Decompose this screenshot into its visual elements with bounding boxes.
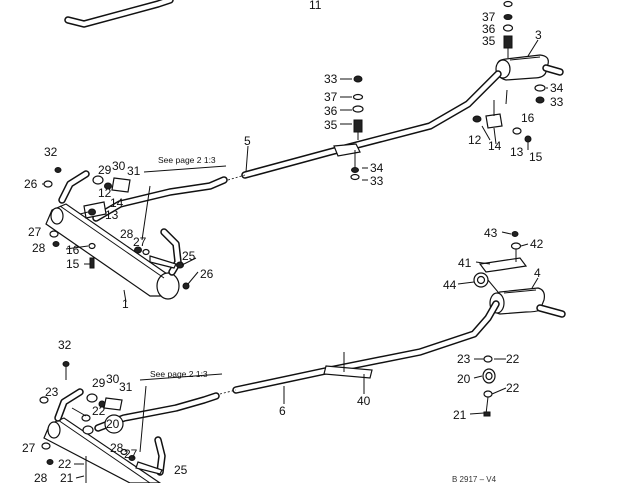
front-muffler-lower <box>43 417 162 483</box>
label-5: 5 <box>244 134 251 148</box>
front-muffler-upper <box>45 203 180 300</box>
downpipes-upper <box>58 170 182 276</box>
label-37: 37 <box>324 90 338 104</box>
label-11: 11 <box>309 0 322 12</box>
label-20: 20 <box>457 372 471 386</box>
muffler-hanger-lower <box>473 231 528 293</box>
label-29: 29 <box>92 376 106 390</box>
label-29: 29 <box>98 163 112 177</box>
label-21: 21 <box>60 471 74 483</box>
label-32: 32 <box>58 338 72 352</box>
label-15: 15 <box>529 150 543 164</box>
clamp-hardware-lower-right <box>482 355 496 417</box>
label-40: 40 <box>357 394 371 408</box>
downpipes-lower <box>54 388 166 476</box>
front-pipe-upper <box>92 176 228 222</box>
label-44: 44 <box>443 278 457 292</box>
label-34: 34 <box>370 161 384 175</box>
leader-lines <box>42 39 548 479</box>
label-28: 28 <box>32 241 46 255</box>
label-34: 34 <box>550 81 564 95</box>
label-14: 14 <box>488 139 502 153</box>
part-number-labels: 11 37 36 35 3 34 33 33 37 36 35 16 12 14… <box>22 0 564 483</box>
label-33: 33 <box>370 174 384 188</box>
label-27: 27 <box>124 447 138 461</box>
label-31: 31 <box>119 380 133 394</box>
label-15: 15 <box>66 257 80 271</box>
label-28: 28 <box>110 441 124 455</box>
label-36: 36 <box>482 22 496 36</box>
label-27: 27 <box>22 441 36 455</box>
label-12: 12 <box>468 133 482 147</box>
clamp-hardware-lower-left <box>39 361 223 483</box>
label-23: 23 <box>457 352 471 366</box>
label-35: 35 <box>324 118 338 132</box>
rubber-mount-upper-right <box>472 84 546 150</box>
label-22: 22 <box>92 404 106 418</box>
label-3: 3 <box>535 28 542 42</box>
pipe-hanger-upper <box>333 143 361 181</box>
drawing-reference-code: B 2917 – V4 <box>452 475 497 483</box>
cross-reference-notes: See page 2 1:3 See page 2 1:3 <box>150 155 216 379</box>
middle-pipe-lower <box>219 300 500 395</box>
label-4: 4 <box>534 266 541 280</box>
label-21: 21 <box>453 408 467 422</box>
label-12: 12 <box>98 186 112 200</box>
label-42: 42 <box>530 237 544 251</box>
label-25: 25 <box>182 249 196 263</box>
middle-pipe-upper <box>227 70 502 181</box>
label-23: 23 <box>45 385 59 399</box>
label-25: 25 <box>174 463 188 477</box>
label-13: 13 <box>105 208 119 222</box>
label-41: 41 <box>458 256 472 270</box>
label-36: 36 <box>324 104 338 118</box>
bolt-stack-upper-middle <box>352 75 364 140</box>
label-43: 43 <box>484 226 498 240</box>
label-26: 26 <box>24 177 38 191</box>
label-28: 28 <box>120 227 134 241</box>
label-33: 33 <box>550 95 564 109</box>
pipe-support-40 <box>323 352 373 386</box>
label-16: 16 <box>521 111 535 125</box>
label-6: 6 <box>279 404 286 418</box>
see-page-note-upper: See page 2 1:3 <box>158 155 216 165</box>
label-32: 32 <box>44 145 58 159</box>
label-27: 27 <box>28 225 42 239</box>
label-13: 13 <box>510 145 524 159</box>
rear-muffler-lower <box>489 287 566 318</box>
label-37: 37 <box>482 10 496 24</box>
label-33: 33 <box>324 72 338 86</box>
label-16: 16 <box>66 243 80 257</box>
clamp-hardware-upper-left <box>43 165 227 290</box>
label-27: 27 <box>133 235 147 249</box>
label-28: 28 <box>34 471 48 483</box>
label-30: 30 <box>106 372 120 386</box>
see-page-note-lower: See page 2 1:3 <box>150 369 208 379</box>
label-30: 30 <box>112 159 126 173</box>
label-26: 26 <box>200 267 214 281</box>
label-31: 31 <box>127 164 141 178</box>
label-35: 35 <box>482 34 496 48</box>
label-20: 20 <box>106 417 120 431</box>
label-14: 14 <box>110 196 124 210</box>
label-22: 22 <box>58 457 72 471</box>
pipe-fragment-top <box>64 0 174 28</box>
label-22: 22 <box>506 381 520 395</box>
label-22: 22 <box>506 352 520 366</box>
bolt-stack-top-right <box>502 0 514 58</box>
rear-muffler-upper <box>495 54 564 81</box>
label-1: 1 <box>122 297 129 311</box>
